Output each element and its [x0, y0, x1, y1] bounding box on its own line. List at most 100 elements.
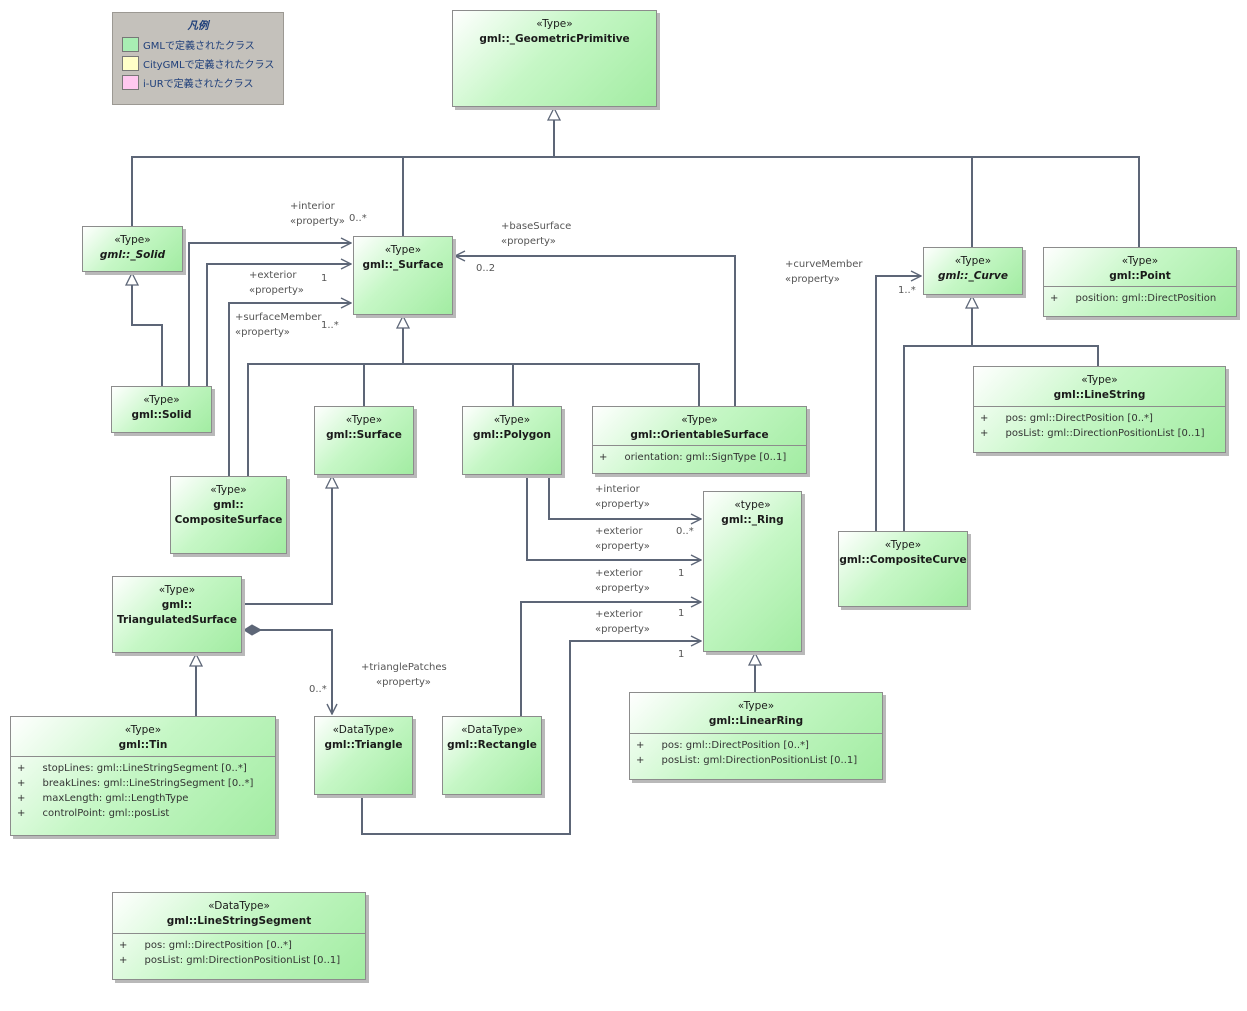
role-label: +interior [595, 484, 640, 495]
stereotype-label: «property» [290, 216, 345, 227]
stereotype-label: «property» [785, 274, 840, 285]
legend-item-iur: i-URで定義されたクラス [122, 74, 283, 90]
association-solid-interior[interactable] [188, 243, 351, 386]
association-rectangle-exterior[interactable] [520, 602, 701, 716]
generalization-point-to-geometricprimitive[interactable] [972, 156, 1140, 247]
class-geometric-primitive[interactable]: «Type» gml::_GeometricPrimitive [452, 10, 657, 107]
role-label: +curveMember [785, 259, 863, 270]
attribute: + pos: gml::DirectPosition [0..*] [980, 413, 1153, 424]
class-point[interactable]: «Type» gml::Point + position: gml::Direc… [1043, 247, 1237, 317]
multiplicity-label: 1..* [321, 320, 339, 331]
association-compositesurface-member[interactable] [228, 303, 351, 476]
stereotype: «Type» [345, 414, 383, 426]
stereotype: «DataType» [208, 900, 270, 912]
class-name: gml::CompositeCurve [839, 554, 967, 566]
generalization-curve-to-geometricprimitive[interactable] [554, 156, 973, 247]
attribute: + posList: gml:DirectionPositionList [0.… [119, 955, 341, 966]
attribute: + posList: gml::DirectionPositionList [0… [980, 428, 1205, 439]
class-name: gml::Triangle [324, 739, 403, 751]
generalization-solid-to-geometricprimitive[interactable] [131, 109, 554, 226]
legend-title: 凡例 [187, 20, 209, 32]
attribute: + controlPoint: gml::posList [17, 808, 170, 819]
class-surface[interactable]: «Type» gml::Surface [314, 406, 414, 475]
association-polygon-exterior[interactable] [526, 477, 701, 560]
generalization-subtypes-to-surface[interactable] [247, 363, 700, 476]
stereotype: «Type» [536, 18, 573, 30]
association-solid-exterior[interactable] [206, 264, 351, 386]
class-abstract-solid[interactable]: «Type» gml::_Solid [82, 226, 183, 272]
multiplicity-label: 1 [678, 649, 685, 660]
attribute: + pos: gml::DirectPosition [0..*] [636, 740, 809, 751]
stereotype: «Type» [954, 255, 992, 267]
class-line-string-segment[interactable]: «DataType» gml::LineStringSegment + pos:… [112, 892, 366, 980]
multiplicity-label: 1 [678, 568, 685, 579]
legend-item-citygml: CityGMLで定義されたクラス [122, 55, 283, 71]
generalization-solid[interactable] [132, 274, 163, 386]
multiplicity-label: 1 [678, 608, 685, 619]
attribute-compartment: + pos: gml::DirectPosition [0..*] + posL… [113, 933, 365, 968]
composition-trianglepatches[interactable] [244, 630, 332, 714]
association-polygon-interior[interactable] [548, 477, 701, 519]
legend-swatch-iur [122, 74, 139, 90]
association-triangle-exterior[interactable] [361, 641, 701, 835]
class-abstract-curve[interactable]: «Type» gml::_Curve [923, 247, 1023, 295]
class-name: gml::_Surface [362, 259, 444, 271]
attribute: + breakLines: gml::LineStringSegment [0.… [17, 778, 254, 789]
attribute-compartment: + position: gml::DirectPosition [1044, 286, 1236, 306]
class-abstract-surface[interactable]: «Type» gml::_Surface [353, 236, 453, 315]
class-linear-ring[interactable]: «Type» gml::LinearRing + pos: gml::Direc… [629, 692, 883, 780]
class-solid[interactable]: «Type» gml::Solid [111, 386, 212, 433]
generalization-triangulatedsurface[interactable] [244, 477, 332, 605]
stereotype: «Type» [384, 244, 422, 256]
class-line-string[interactable]: «Type» gml::LineString + pos: gml::Direc… [973, 366, 1226, 453]
stereotype: «Type» [114, 234, 151, 246]
stereotype: «Type» [143, 394, 180, 406]
generalization-linestring[interactable] [903, 345, 1099, 531]
class-composite-curve[interactable]: «Type» gml::CompositeCurve [838, 531, 968, 607]
attribute-compartment: + stopLines: gml::LineStringSegment [0..… [11, 756, 275, 821]
stereotype: «DataType» [332, 724, 395, 736]
stereotype: «Type» [884, 539, 922, 551]
role-label: +exterior [249, 270, 297, 281]
attribute: + pos: gml::DirectPosition [0..*] [119, 940, 292, 951]
stereotype: «DataType» [461, 724, 523, 736]
legend-swatch-citygml [122, 55, 139, 71]
class-name: gml::LineStringSegment [166, 915, 312, 927]
attribute: + stopLines: gml::LineStringSegment [0..… [17, 763, 247, 774]
class-composite-surface[interactable]: «Type» gml:: CompositeSurface [170, 476, 287, 554]
stereotype: «Type» [210, 484, 247, 496]
role-label: +baseSurface [501, 221, 572, 232]
stereotype: «Type» [493, 414, 531, 426]
class-tin[interactable]: «Type» gml::Tin + stopLines: gml::LineSt… [10, 716, 276, 836]
class-polygon[interactable]: «Type» gml::Polygon [462, 406, 562, 475]
association-orientable-basesurface[interactable] [455, 256, 736, 406]
role-label: +surfaceMember [235, 312, 322, 323]
stereotype-label: «property» [235, 327, 290, 338]
stereotype-label: «property» [376, 677, 431, 688]
multiplicity-label: 0..* [349, 213, 367, 224]
role-label: +exterior [595, 526, 643, 537]
class-name: gml::Tin [118, 739, 168, 751]
class-orientable-surface[interactable]: «Type» gml::OrientableSurface + orientat… [592, 406, 807, 474]
class-rectangle[interactable]: «DataType» gml::Rectangle [442, 716, 542, 795]
attribute-compartment: + pos: gml::DirectPosition [0..*] + posL… [630, 733, 882, 768]
stereotype-label: «property» [595, 541, 650, 552]
class-name-line1: gml:: [213, 499, 244, 511]
class-name: gml::Point [1109, 270, 1171, 282]
stereotype-label: «property» [249, 285, 304, 296]
stereotype: «Type» [1081, 374, 1118, 386]
class-name: gml::_Solid [99, 249, 166, 261]
attribute: + orientation: gml::SignType [0..1] [599, 452, 787, 463]
attribute: + maxLength: gml::LengthType [17, 793, 189, 804]
class-triangle[interactable]: «DataType» gml::Triangle [314, 716, 413, 795]
attribute: + position: gml::DirectPosition [1050, 293, 1217, 304]
role-label: +exterior [595, 568, 643, 579]
role-label: +trianglePatches [361, 662, 447, 673]
class-abstract-ring[interactable]: «type» gml::_Ring [703, 491, 802, 652]
class-triangulated-surface[interactable]: «Type» gml:: TriangulatedSurface [112, 576, 242, 653]
stereotype: «Type» [737, 700, 775, 712]
association-compositecurve-member[interactable] [875, 276, 921, 531]
stereotype: «Type» [124, 724, 162, 736]
attribute-compartment: + pos: gml::DirectPosition [0..*] + posL… [974, 406, 1225, 441]
